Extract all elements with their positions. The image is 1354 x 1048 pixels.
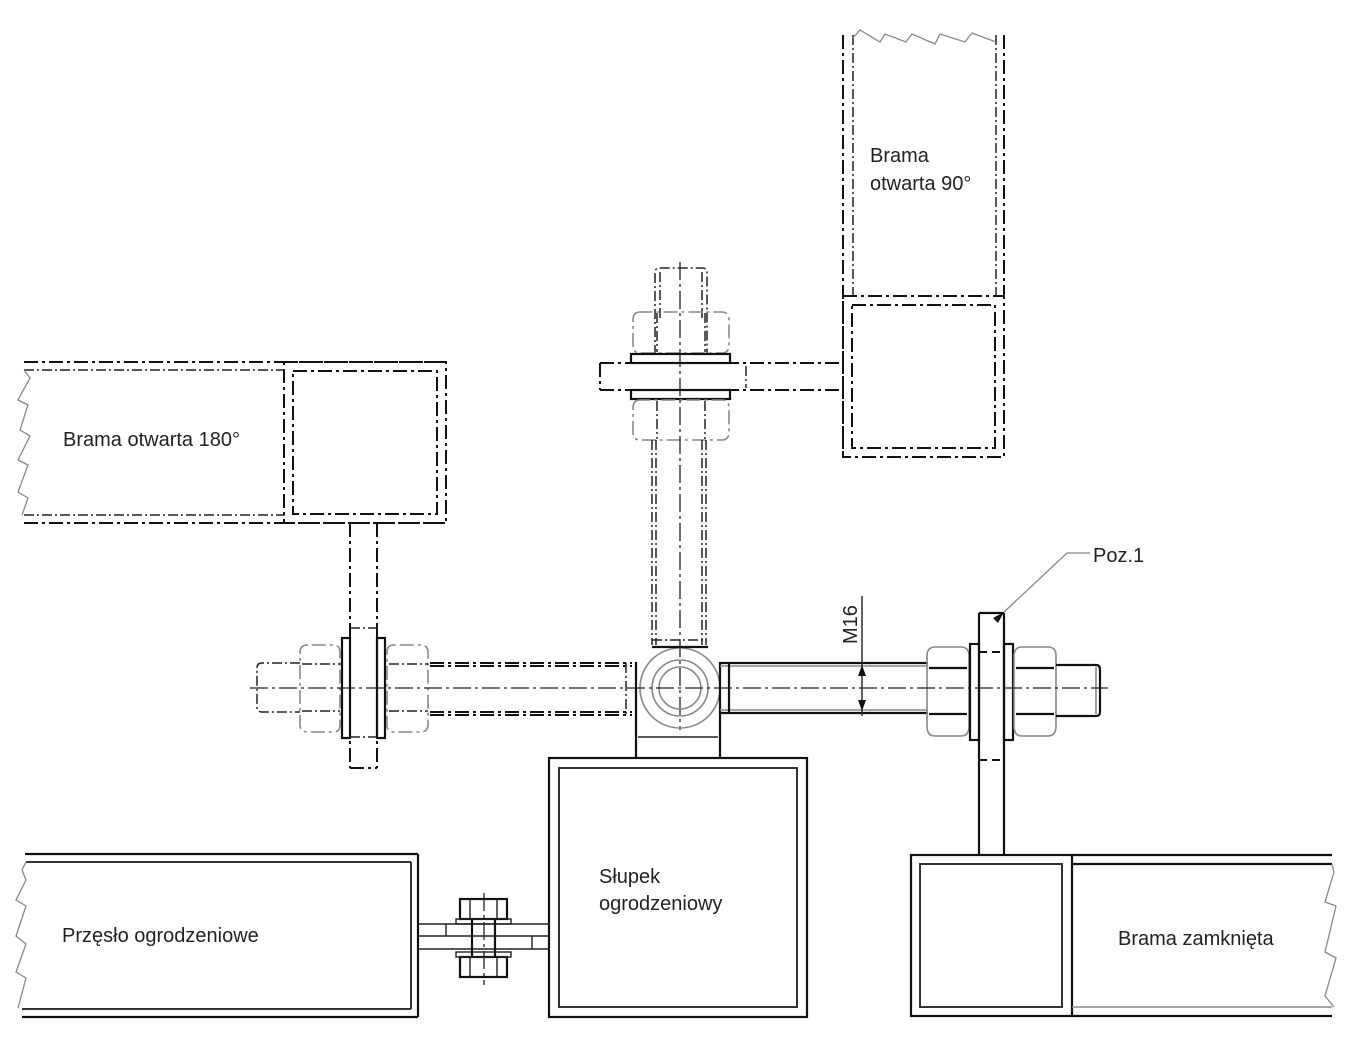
- gate-closed-label: Brama zamknięta: [1118, 928, 1274, 950]
- position-callout-leader: [993, 552, 1090, 623]
- horizontal-bolt-right: [250, 611, 1108, 855]
- thread-dimension-label: M16: [840, 605, 862, 644]
- dimension-m16: [858, 596, 866, 716]
- horizontal-bolt-left-phantom: [256, 627, 632, 740]
- fence-panel-outline: [15, 852, 549, 1019]
- position-callout-label: Poz.1: [1093, 545, 1144, 567]
- vertical-bolt-phantom: [629, 262, 732, 730]
- fence-panel-label: Przęsło ogrodzeniowe: [62, 925, 259, 947]
- fence-post-outline: [547, 756, 809, 1019]
- gate-closed-outline: [909, 853, 1337, 1018]
- fence-post-label-line2: ogrodzeniowy: [599, 893, 722, 915]
- gate-open-90-outline: [599, 29, 1005, 458]
- gate-open-90-label-line1: Brama: [870, 145, 930, 167]
- gate-open-180-outline: [17, 361, 447, 769]
- fence-post-label-line1: Słupek: [599, 866, 661, 888]
- hinge-eye: [634, 645, 722, 758]
- gate-open-90-label-line2: otwarta 90°: [870, 173, 971, 195]
- gate-open-180-label: Brama otwarta 180°: [63, 429, 240, 451]
